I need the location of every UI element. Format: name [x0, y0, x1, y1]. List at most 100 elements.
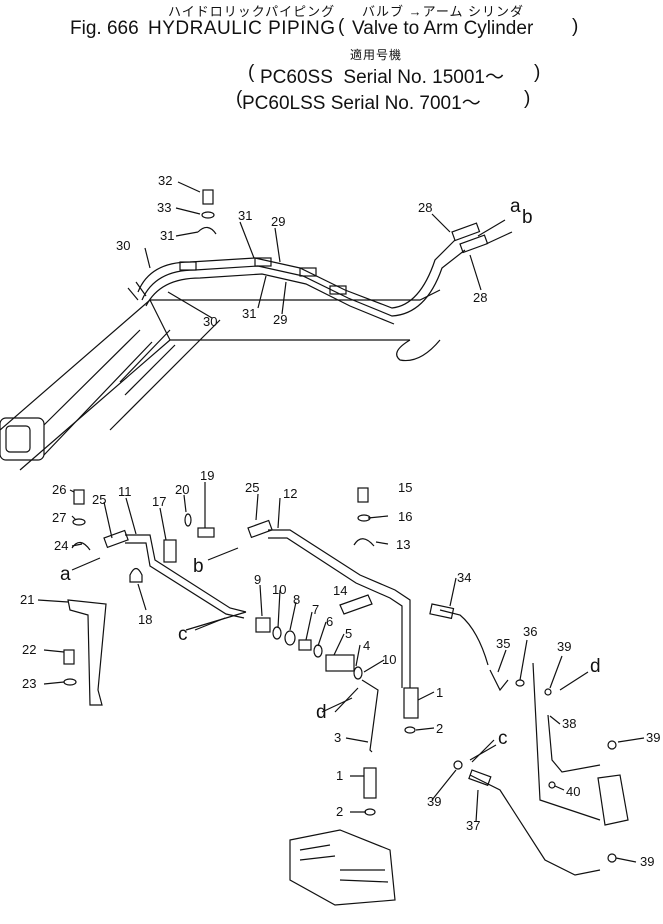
label-14: 14 — [333, 583, 347, 598]
hose-28-end-lower — [459, 234, 489, 254]
hose-37 — [469, 774, 601, 876]
label-22: 22 — [22, 642, 36, 657]
tube-upper-1 — [137, 239, 456, 309]
paren-close-1: ) — [572, 16, 579, 37]
tube-upper-3 — [145, 273, 395, 325]
label-16: 16 — [398, 509, 412, 524]
label-a-lower: a — [60, 564, 71, 585]
label-30-a: 30 — [116, 238, 130, 253]
clamp-14 — [339, 594, 373, 615]
label-36: 36 — [523, 624, 537, 639]
upper-fittings-left — [127, 281, 147, 301]
washer-23 — [63, 678, 77, 686]
lower-part-labels: 26 25 11 17 20 19 25 12 15 27 16 24 13 a… — [20, 468, 660, 869]
arm-cylinder-body — [0, 417, 45, 461]
arrows-a-b-upper — [477, 219, 513, 245]
label-23: 23 — [22, 676, 36, 691]
label-4: 4 — [363, 638, 370, 653]
arm-cylinder-rod — [43, 329, 153, 456]
figure-subtitle: Valve to Arm Cylinder — [352, 18, 534, 39]
label-39-c: 39 — [427, 794, 441, 809]
block-40 — [597, 774, 629, 826]
bolt-22 — [63, 649, 75, 665]
label-26: 26 — [52, 482, 66, 497]
label-17: 17 — [152, 494, 166, 509]
ring-6 — [313, 644, 323, 658]
fitting-25-right — [247, 519, 273, 539]
flow-arrows-lower — [71, 547, 589, 761]
label-33: 33 — [157, 200, 171, 215]
upper-clamp-3 — [299, 267, 317, 277]
ring-8 — [284, 630, 296, 646]
label-b-lower: b — [193, 556, 204, 577]
tube-3 — [361, 679, 379, 753]
control-valve-detail — [299, 844, 389, 883]
label-c-left: c — [178, 624, 188, 645]
label-39-d: 39 — [640, 854, 654, 869]
label-b-upper: b — [522, 207, 533, 228]
upper-part-labels: 32 33 31 30 31 29 31 29 30 28 28 a b — [116, 173, 533, 329]
hose-34-end — [429, 603, 455, 620]
arm-cylinder-cap — [5, 425, 31, 453]
seal-2-upper — [404, 726, 416, 734]
label-13: 13 — [396, 537, 410, 552]
boom-outline-bottom — [19, 339, 410, 471]
ring-36 — [515, 679, 525, 687]
paren-close-2: ) — [534, 62, 541, 83]
label-31-c: 31 — [242, 306, 256, 321]
coupler-5 — [325, 654, 355, 672]
upper-clamp-1 — [179, 261, 197, 271]
boom-bend — [149, 299, 171, 341]
label-2-a: 2 — [436, 721, 443, 736]
label-34: 34 — [457, 570, 471, 585]
hose-28-end-upper — [451, 222, 481, 242]
figure-number: Fig. 666 — [70, 18, 139, 39]
label-25-a: 25 — [92, 492, 106, 507]
plug-39-bottom — [607, 853, 617, 863]
plug-39-upper — [544, 688, 552, 696]
label-19: 19 — [200, 468, 214, 483]
label-6: 6 — [326, 614, 333, 629]
clamp-13 — [353, 538, 375, 547]
label-c-right: c — [498, 728, 508, 749]
bolt-15 — [357, 487, 369, 503]
washer-33 — [201, 211, 215, 219]
label-12: 12 — [283, 486, 297, 501]
bracket-21 — [67, 599, 107, 706]
tube-upper-2 — [141, 249, 466, 317]
part-7 — [298, 639, 312, 651]
label-5: 5 — [345, 626, 352, 641]
bolt-19 — [197, 527, 215, 538]
label-38: 38 — [562, 716, 576, 731]
label-3: 3 — [334, 730, 341, 745]
boom-web-line — [109, 319, 221, 431]
label-8: 8 — [293, 592, 300, 607]
label-32: 32 — [158, 173, 172, 188]
label-28-a: 28 — [418, 200, 432, 215]
boom-end-curve — [396, 339, 441, 362]
paren-open-3: ( — [236, 88, 243, 109]
plug-40 — [548, 781, 556, 789]
clamp-31-top — [197, 226, 217, 235]
label-20: 20 — [175, 482, 189, 497]
label-31-b: 31 — [238, 208, 252, 223]
label-39-b: 39 — [646, 730, 660, 745]
label-31-a: 31 — [160, 228, 174, 243]
label-10-a: 10 — [272, 582, 286, 597]
figure-title: HYDRAULIC PIPING — [148, 18, 336, 39]
label-27: 27 — [52, 510, 66, 525]
label-39-a: 39 — [557, 639, 571, 654]
applicability-label: 適用号機 — [350, 48, 403, 62]
fitting-25-left — [103, 529, 129, 549]
line-art — [0, 181, 645, 906]
upper-clamp-2 — [254, 257, 272, 267]
control-valve-body — [289, 829, 396, 906]
label-35: 35 — [496, 636, 510, 651]
bracket-17 — [163, 539, 177, 563]
hose-34 — [439, 609, 489, 666]
jp-title: ハイドロリックパイピング — [168, 4, 336, 19]
ring-4 — [353, 666, 363, 680]
label-29-b: 29 — [273, 312, 287, 327]
label-10-b: 10 — [382, 652, 396, 667]
